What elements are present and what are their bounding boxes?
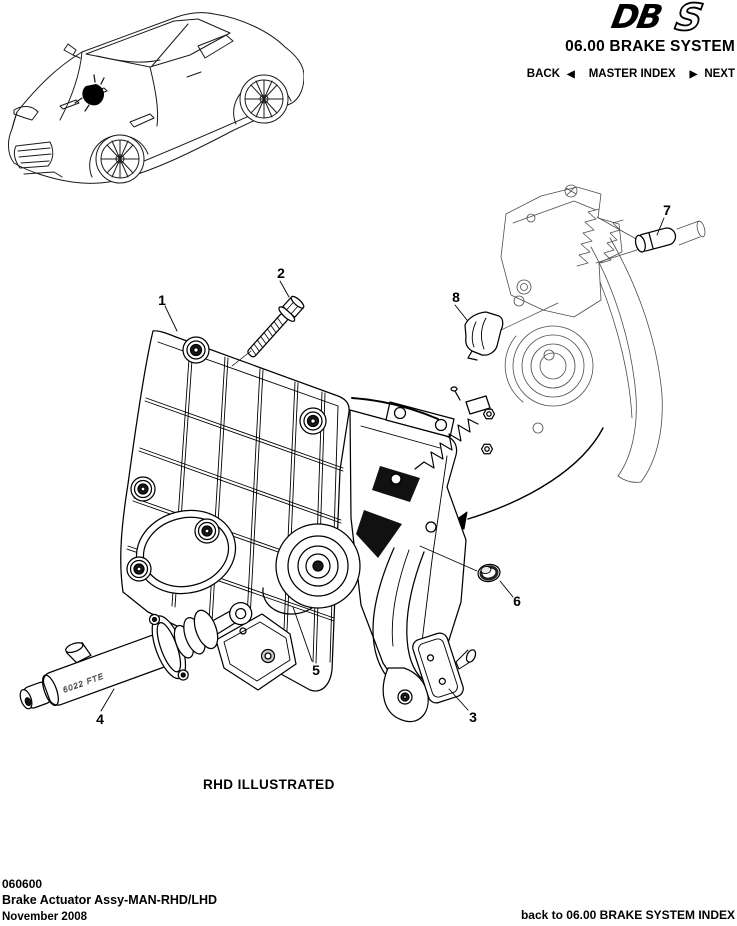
bushing-boss: [126, 336, 327, 582]
callout-number: 7: [663, 202, 671, 218]
callout-number: 1: [158, 292, 166, 308]
mounting-bolt: [247, 295, 305, 358]
back-label: BACK: [526, 68, 561, 80]
dbs-logo: DB S: [609, 0, 708, 33]
section-title: 06.00 BRAKE SYSTEM: [565, 38, 735, 55]
callout-number: 6: [513, 593, 521, 609]
car-wheels: [95, 74, 289, 184]
clevis-pin: [634, 227, 677, 253]
callout-number: 3: [469, 709, 477, 725]
doc-number: 060600: [2, 877, 43, 891]
doc-title: Brake Actuator Assy-MAN-RHD/LHD: [2, 893, 218, 907]
spring-clip: [464, 311, 504, 361]
callout-number: 4: [96, 711, 104, 727]
pedal-box-plate: [120, 330, 350, 692]
detail-view-ghost: [498, 184, 706, 483]
callout-number: 5: [312, 662, 320, 678]
actuator-location-marker: [74, 74, 105, 112]
leader-lines: [100, 217, 665, 712]
brake-system-index-link[interactable]: back to 06.00 BRAKE SYSTEM INDEX: [520, 908, 735, 922]
pad-screw: [455, 649, 477, 670]
master-index-link[interactable]: MASTER INDEX: [589, 68, 676, 80]
spacer-bracket: [215, 613, 297, 691]
logo-db-text: DB: [609, 0, 665, 33]
diagram-caption: RHD ILLUSTRATED: [203, 777, 335, 792]
next-arrow-icon: ▶: [689, 68, 698, 80]
page-header: DB S 06.00 BRAKE SYSTEM BACK ◀ MASTER IN…: [527, 0, 735, 80]
car-location-illustration: [8, 12, 304, 184]
callout-number: 2: [277, 265, 285, 281]
grommet: [477, 563, 501, 583]
pedal-arm: [372, 547, 433, 723]
back-arrow-icon: ◀: [567, 68, 575, 80]
doc-date: November 2008: [2, 911, 88, 923]
pivot-boss: [262, 523, 361, 615]
pointer-arrow: [445, 427, 604, 530]
header-nav: BACK ◀ MASTER INDEX ▶ NEXT: [527, 68, 735, 80]
callout-number: 8: [452, 289, 460, 305]
return-spring: [414, 386, 496, 470]
next-link[interactable]: ▶ NEXT: [690, 68, 735, 80]
master-cylinder: 6022 FTE: [19, 601, 253, 710]
logo-s-text: S: [672, 0, 706, 33]
pedal-pad: [412, 632, 464, 704]
master-index-label: MASTER INDEX: [588, 68, 676, 80]
back-link[interactable]: BACK ◀: [527, 68, 575, 80]
next-label: NEXT: [704, 68, 735, 80]
